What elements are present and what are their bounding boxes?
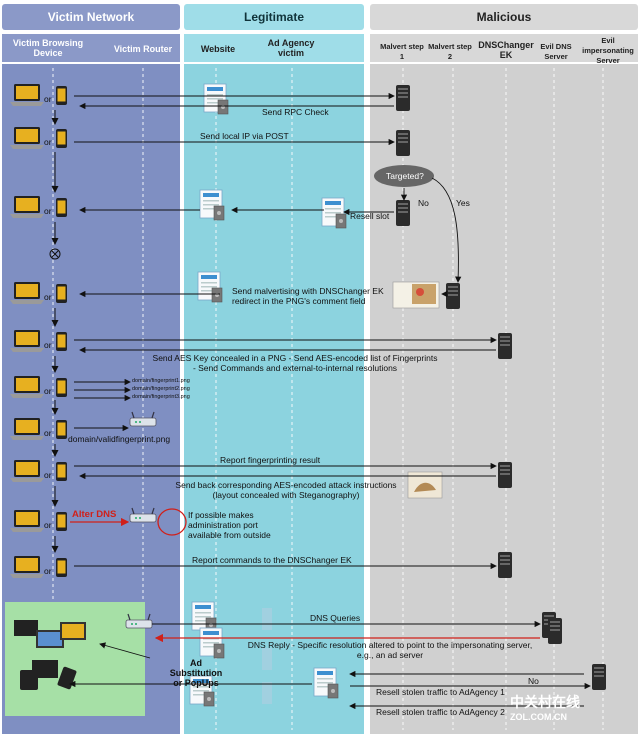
victim-col-strip [2, 34, 180, 62]
col-victim-device: Victim Browsing Device [12, 38, 84, 58]
msg-resell-slot: Resell slot [350, 211, 390, 221]
msg-resell-stolen-1: Resell stolen traffic to AdAgency 1 [376, 687, 505, 697]
or-label: or [44, 94, 52, 104]
or-label: or [44, 566, 52, 576]
msg-ad-substitution: Ad Substitution or PopUps [169, 658, 223, 688]
msg-no-2: No [528, 676, 539, 686]
or-label: or [44, 137, 52, 147]
mal-col-strip [370, 34, 638, 62]
or-label: or [44, 470, 52, 480]
col-ad-agency: Ad Agency victim [267, 38, 315, 58]
targeted-decision [374, 165, 434, 187]
msg-dns-reply: DNS Reply - Specific resolution altered … [247, 640, 533, 660]
router-icon [125, 613, 153, 629]
msg-admin-port: If possible makes administration port av… [188, 510, 271, 540]
msg-valid-fingerprint: domain/validfingerprint.png [68, 434, 171, 444]
msg-report-fp: Report fingerprinting result [220, 455, 321, 465]
msg-local-ip: Send local IP via POST [200, 131, 289, 141]
legit-col-strip [184, 34, 364, 62]
stop-icon [49, 248, 61, 260]
router-icon [129, 507, 157, 523]
or-label: or [44, 428, 52, 438]
msg-fp3: domain/fingerprint3.png [132, 394, 190, 400]
col-evil-dns: Evil DNS Server [540, 42, 572, 61]
msg-attack-instructions: Send back corresponding AES-encoded atta… [175, 480, 397, 500]
malicious-title: Malicious [370, 4, 638, 30]
msg-malvertising: Send malvertising with DNSChanger EK red… [232, 286, 384, 306]
col-malvert-2: Malvert step 2 [428, 42, 472, 61]
or-label: or [44, 386, 52, 396]
col-victim-router: Victim Router [113, 44, 173, 54]
msg-dns-queries: DNS Queries [310, 613, 361, 623]
col-evil-impersonating: Evil impersonating Server [582, 36, 634, 65]
msg-no: No [418, 198, 429, 208]
legitimate-title: Legitimate [184, 4, 364, 30]
or-label: or [44, 206, 52, 216]
victim-device-row [10, 84, 67, 578]
evil-impersonating-server [592, 664, 606, 690]
or-label: or [44, 292, 52, 302]
msg-targeted: Targeted? [386, 171, 424, 181]
col-website: Website [200, 44, 236, 54]
col-dnschanger-ek: DNSChanger EK [478, 40, 534, 60]
victim-devices-group [14, 620, 86, 690]
msg-fp1: domain/fingerprint1.png [132, 378, 190, 384]
msg-rpc-check: Send RPC Check [262, 107, 329, 117]
msg-yes: Yes [456, 198, 470, 208]
router-icon [129, 411, 157, 427]
evil-dns-server [542, 612, 562, 644]
col-malvert-1: Malvert step 1 [380, 42, 424, 61]
or-label: or [44, 340, 52, 350]
msg-aes: Send AES Key concealed in a PNG - Send A… [152, 353, 438, 373]
victim-network-title: Victim Network [2, 4, 180, 30]
watermark-logo: 中关村在线 ZOL.COM.CN [510, 694, 580, 722]
msg-report-commands: Report commands to the DNSChanger EK [192, 555, 352, 565]
msg-alter-dns: Alter DNS [72, 509, 117, 520]
or-label: or [44, 520, 52, 530]
msg-resell-stolen-2: Resell stolen traffic to AdAgency 2 [376, 707, 505, 717]
msg-fp2: domain/fingerprint2.png [132, 386, 190, 392]
